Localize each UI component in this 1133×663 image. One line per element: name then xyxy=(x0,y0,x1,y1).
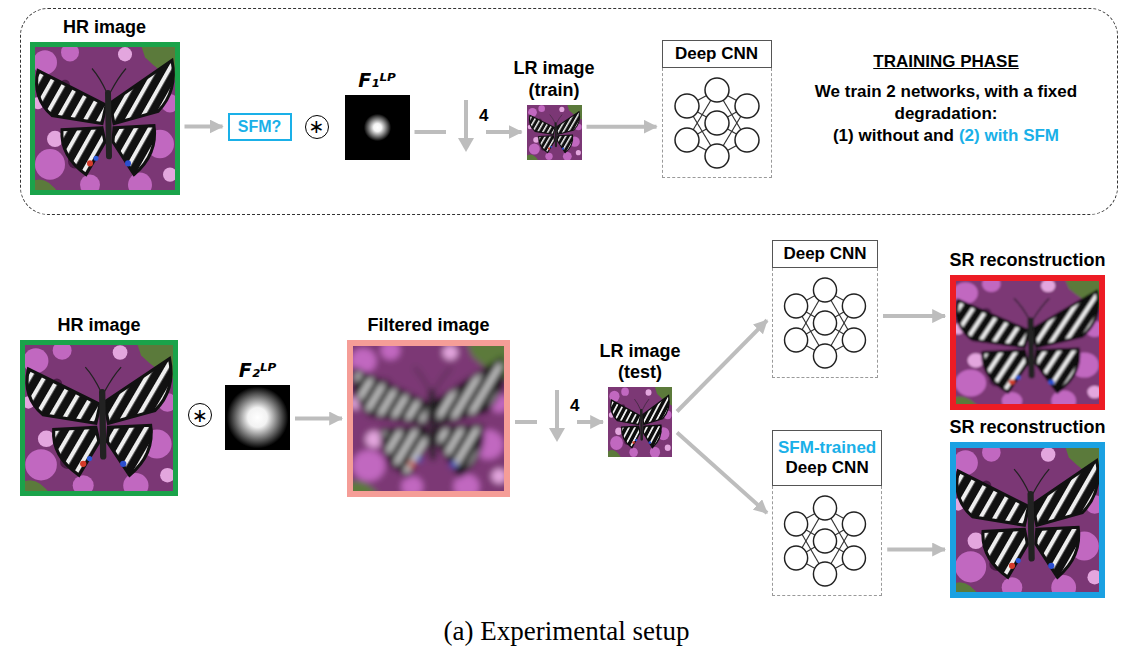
phase-note: (2) with SFM xyxy=(959,126,1059,145)
image-heading: SR reconstruction xyxy=(928,417,1128,439)
network-label: Deep CNN xyxy=(786,458,869,478)
network-label-box: Deep CNN xyxy=(662,40,772,68)
network-label: SFM-trained xyxy=(778,438,876,458)
image-heading: LR image (test) xyxy=(590,341,690,384)
text-column: TRAINING PHASE We train 2 networks, with … xyxy=(801,51,1091,147)
network-label: Deep CNN xyxy=(675,44,758,64)
network-box: SFM-trainedDeep CNN xyxy=(772,430,882,596)
network-symbol xyxy=(785,496,866,586)
operator-circle: ∗ xyxy=(305,115,329,139)
lr-photo xyxy=(608,387,672,458)
image-heading: F₁ᴸᴾ xyxy=(332,69,422,92)
flow-arrow xyxy=(677,320,767,411)
network-frame xyxy=(662,68,772,178)
operator-circle: ∗ xyxy=(188,403,212,427)
filter-kernel xyxy=(345,95,410,160)
sr-photo xyxy=(950,275,1105,412)
process-box: SFM? xyxy=(228,113,292,141)
image-heading: HR image xyxy=(30,17,180,39)
note-line: (1) without and (2) with SFM xyxy=(801,125,1091,147)
sr-photo xyxy=(950,442,1105,600)
network-label-box: SFM-trainedDeep CNN xyxy=(772,430,882,486)
image-panel: F₂ᴸᴾ xyxy=(225,385,290,450)
image-panel: SR reconstruction xyxy=(950,442,1105,598)
network-box: Deep CNN xyxy=(772,240,878,378)
box-label: SFM? xyxy=(238,118,282,136)
downsample-arrow xyxy=(549,428,565,442)
image-panel: HR image xyxy=(20,340,178,496)
phase-heading: TRAINING PHASE xyxy=(801,51,1091,73)
network-label: Deep CNN xyxy=(783,244,866,264)
flow-arrow xyxy=(677,433,767,514)
edge-label-patch: 4 xyxy=(568,396,581,416)
phase-panel: HR imageSFM?∗F₁ᴸᴾLR image (train)Deep CN… xyxy=(20,8,1118,215)
hr-photo xyxy=(20,340,178,498)
image-panel: F₁ᴸᴾ xyxy=(345,95,410,160)
network-box: Deep CNN xyxy=(662,40,772,178)
image-panel: SR reconstruction xyxy=(950,275,1105,410)
image-panel: Filtered image xyxy=(347,340,510,497)
network-symbol xyxy=(675,78,759,168)
image-panel: LR image (test) xyxy=(608,387,672,457)
phase-note: We train 2 networks, with a fixed degrad… xyxy=(801,81,1091,125)
flow-arrow xyxy=(887,548,945,552)
hr-photo xyxy=(30,42,180,197)
filter-kernel xyxy=(225,385,290,450)
network-symbol xyxy=(785,278,866,368)
edge-label-patch: 4 xyxy=(477,106,490,126)
network-frame xyxy=(772,486,882,596)
filtered-photo xyxy=(347,340,510,499)
network-label-box: Deep CNN xyxy=(772,240,878,268)
operator-symbol: ∗ xyxy=(192,406,208,425)
phase-note: (1) without and xyxy=(833,126,954,145)
downsample-arrow xyxy=(458,138,474,152)
image-heading: Filtered image xyxy=(347,315,510,337)
flow-arrow xyxy=(295,417,342,421)
figure-caption: (a) Experimental setup xyxy=(444,616,690,646)
image-heading: F₂ᴸᴾ xyxy=(213,359,303,382)
image-panel: HR image xyxy=(30,42,180,195)
caption: (a) Experimental setup xyxy=(0,616,1133,647)
flow-arrow xyxy=(185,125,223,129)
downsample-arrow xyxy=(555,390,559,430)
image-heading: LR image (train) xyxy=(504,58,604,101)
downsample-factor: 4 xyxy=(479,106,488,125)
downsample-factor: 4 xyxy=(570,396,579,415)
image-heading: SR reconstruction xyxy=(928,250,1128,272)
image-panel: LR image (train) xyxy=(527,105,582,160)
lr-photo xyxy=(527,105,582,161)
operator-symbol: ∗ xyxy=(309,117,325,136)
downsample-arrow xyxy=(464,100,468,140)
flow-arrow xyxy=(883,314,945,318)
network-frame xyxy=(772,268,878,378)
image-heading: HR image xyxy=(20,315,178,337)
flow-arrow xyxy=(587,125,657,129)
